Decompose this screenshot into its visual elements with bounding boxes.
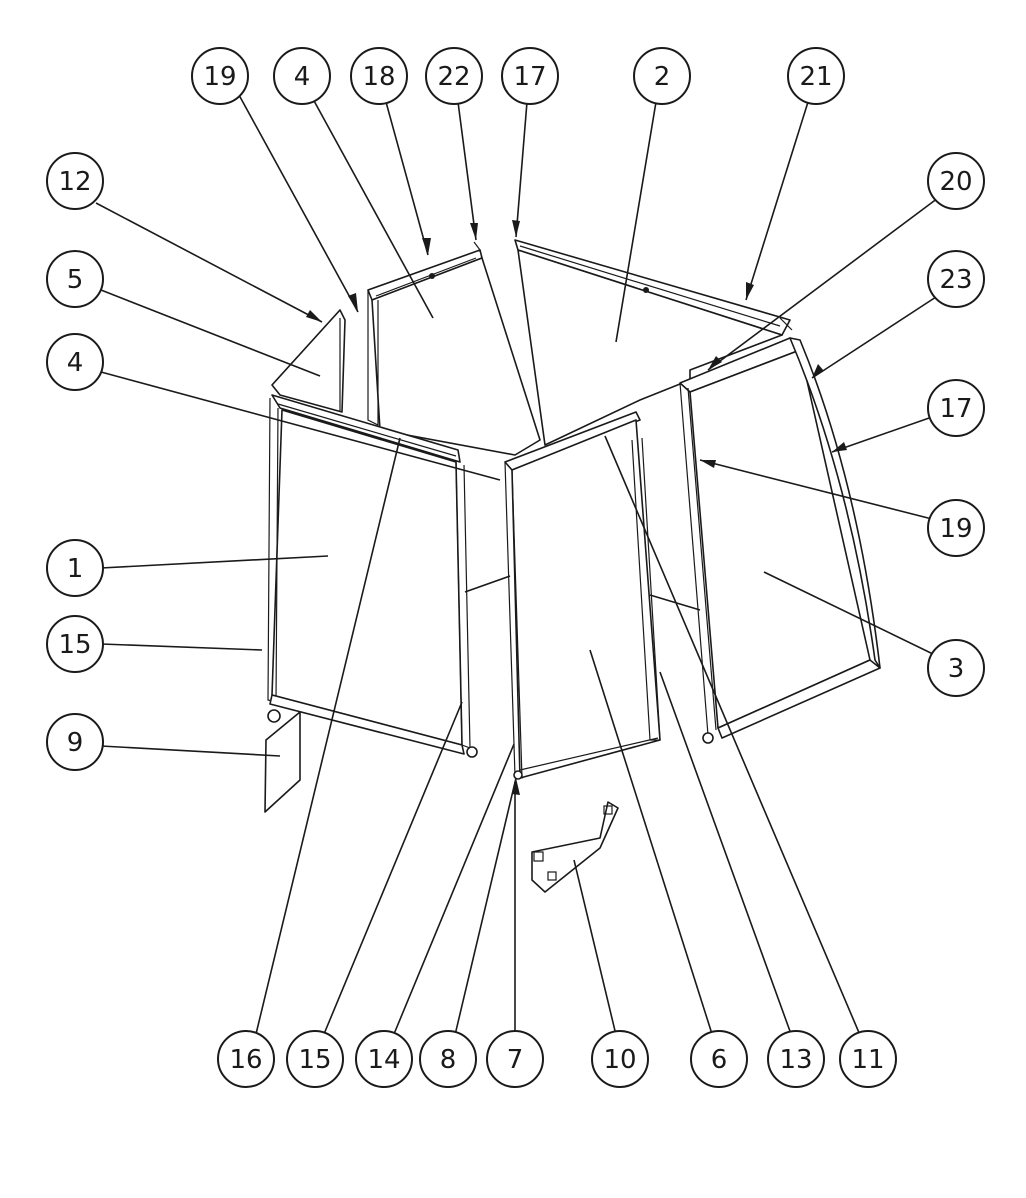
balloon-label: 6 bbox=[711, 1045, 728, 1075]
balloon-1: 1 bbox=[46, 539, 104, 597]
balloon-18: 18 bbox=[350, 47, 408, 105]
balloon-label: 5 bbox=[67, 265, 84, 295]
balloon-label: 2 bbox=[654, 62, 671, 92]
balloon-14: 14 bbox=[355, 1030, 413, 1088]
balloon-label: 4 bbox=[67, 348, 84, 378]
balloon-11: 11 bbox=[839, 1030, 897, 1088]
balloon-15-bottom: 15 bbox=[286, 1030, 344, 1088]
balloon-23: 23 bbox=[927, 250, 985, 308]
balloon-label: 1 bbox=[67, 554, 84, 584]
balloon-17-top: 17 bbox=[501, 47, 559, 105]
balloon-4-left: 4 bbox=[46, 333, 104, 391]
balloon-6: 6 bbox=[690, 1030, 748, 1088]
balloon-label: 19 bbox=[203, 62, 236, 92]
balloon-label: 3 bbox=[948, 654, 965, 684]
leader-lines bbox=[95, 94, 939, 1036]
floor-plate bbox=[531, 801, 619, 893]
right-rod bbox=[649, 594, 701, 611]
balloon-label: 17 bbox=[939, 394, 972, 424]
balloon-label: 8 bbox=[440, 1045, 457, 1075]
balloon-label: 16 bbox=[229, 1045, 262, 1075]
balloon-5: 5 bbox=[46, 250, 104, 308]
balloon-21: 21 bbox=[787, 47, 845, 105]
balloon-label: 23 bbox=[939, 265, 972, 295]
balloon-label: 9 bbox=[67, 728, 84, 758]
balloon-label: 21 bbox=[799, 62, 832, 92]
balloon-2: 2 bbox=[633, 47, 691, 105]
balloon-label: 20 bbox=[939, 167, 972, 197]
small-top-plate bbox=[271, 309, 346, 413]
front-door-panel bbox=[504, 411, 661, 780]
balloon-label: 10 bbox=[603, 1045, 636, 1075]
balloon-label: 18 bbox=[362, 62, 395, 92]
balloon-label: 17 bbox=[513, 62, 546, 92]
balloon-label: 14 bbox=[367, 1045, 400, 1075]
balloon-22: 22 bbox=[425, 47, 483, 105]
bottom-left-plate bbox=[264, 711, 301, 813]
balloon-label: 7 bbox=[507, 1045, 524, 1075]
balloon-label: 22 bbox=[437, 62, 470, 92]
balloon-19-right: 19 bbox=[927, 499, 985, 557]
left-side-panel bbox=[267, 394, 478, 758]
balloon-label: 13 bbox=[779, 1045, 812, 1075]
balloon-label: 15 bbox=[58, 630, 91, 660]
right-side-panel bbox=[679, 337, 881, 744]
arrowheads bbox=[306, 220, 847, 795]
balloon-4-top: 4 bbox=[273, 47, 331, 105]
balloon-8: 8 bbox=[419, 1030, 477, 1088]
balloon-15-left: 15 bbox=[46, 615, 104, 673]
balloon-19-top: 19 bbox=[191, 47, 249, 105]
balloon-7: 7 bbox=[486, 1030, 544, 1088]
balloon-17-right: 17 bbox=[927, 379, 985, 437]
back-left-panel bbox=[367, 241, 541, 456]
balloon-label: 19 bbox=[939, 514, 972, 544]
balloon-13: 13 bbox=[767, 1030, 825, 1088]
balloon-label: 15 bbox=[298, 1045, 331, 1075]
balloon-16: 16 bbox=[217, 1030, 275, 1088]
balloon-label: 11 bbox=[851, 1045, 884, 1075]
balloon-9: 9 bbox=[46, 713, 104, 771]
left-rod bbox=[464, 575, 511, 593]
balloon-12: 12 bbox=[46, 152, 104, 210]
balloon-3: 3 bbox=[927, 639, 985, 697]
balloon-20: 20 bbox=[927, 152, 985, 210]
balloon-label: 12 bbox=[58, 167, 91, 197]
balloons: 19 4 18 22 17 2 21 12 bbox=[46, 47, 985, 1088]
balloon-label: 4 bbox=[294, 62, 311, 92]
parts-drawing bbox=[264, 239, 881, 893]
balloon-10: 10 bbox=[591, 1030, 649, 1088]
